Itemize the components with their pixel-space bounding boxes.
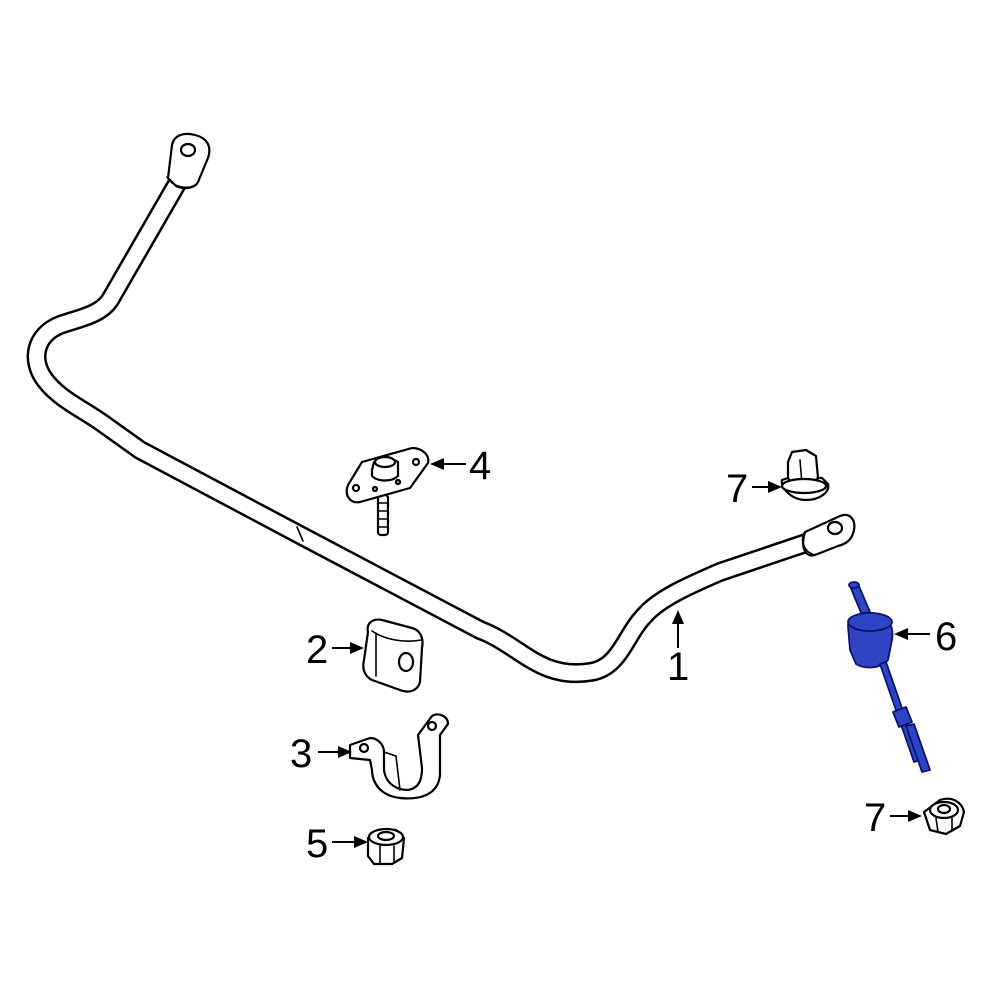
callout-6: 6 xyxy=(935,615,957,659)
flange-nut-lower[interactable] xyxy=(922,797,966,836)
callout-7-upper: 7 xyxy=(726,467,748,511)
callout-3: 3 xyxy=(290,732,312,776)
callout-7-lower: 7 xyxy=(864,796,886,840)
stabilizer-link[interactable] xyxy=(847,581,931,773)
callout-2: 2 xyxy=(306,628,328,672)
bushing[interactable] xyxy=(362,618,424,693)
cap-nut-upper[interactable] xyxy=(780,448,830,502)
mounting-bracket[interactable] xyxy=(345,446,430,537)
callout-arrows xyxy=(318,458,930,848)
flange-nut[interactable] xyxy=(366,827,406,866)
callout-4: 4 xyxy=(469,444,491,488)
bushing-clamp[interactable] xyxy=(348,713,450,800)
callout-5: 5 xyxy=(306,822,328,866)
callout-1: 1 xyxy=(667,645,689,689)
stabilizer-bar[interactable] xyxy=(26,132,856,684)
